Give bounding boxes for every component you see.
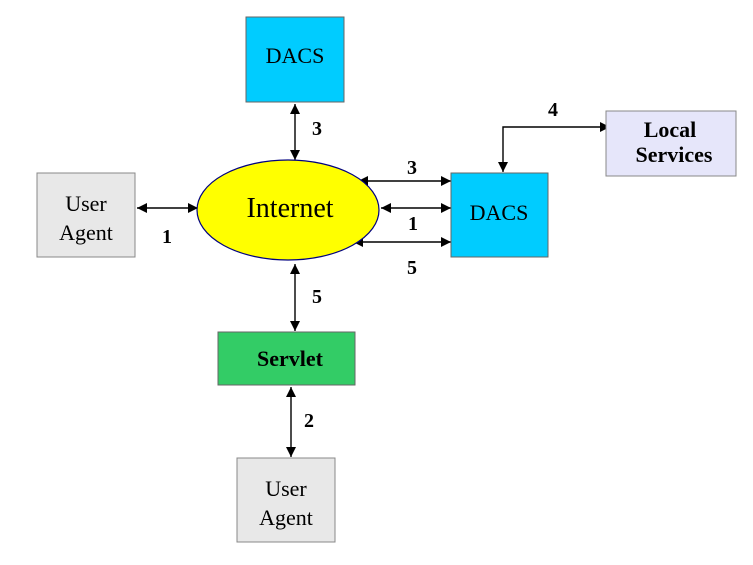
user-agent-left-line1: User — [65, 191, 107, 216]
edge-label-top-dacs-internet: 3 — [312, 118, 322, 140]
dacs-top-label: DACS — [266, 43, 325, 68]
dacs-right-box: DACS — [450, 172, 549, 258]
user-agent-left-rect — [36, 172, 136, 258]
edge-label-internet-dacs-upper: 3 — [407, 157, 417, 179]
servlet-label: Servlet — [257, 346, 324, 371]
dacs-top-rect — [245, 16, 345, 103]
edge-label-servlet-user-agent: 2 — [304, 410, 314, 432]
servlet-rect — [217, 331, 356, 386]
local-services-line1: Local — [644, 117, 697, 142]
user-agent-bottom-box: User Agent — [236, 457, 336, 543]
arrow-dacs-local-services — [498, 122, 610, 172]
local-services-rect — [605, 110, 737, 177]
local-services-box: Local Services — [605, 110, 737, 177]
edge-label-internet-dacs-lower: 5 — [407, 257, 417, 279]
user-agent-bottom-line2: Agent — [259, 505, 313, 530]
edge-label-internet-dacs-middle: 1 — [408, 213, 418, 235]
edge-label-dacs-local-services: 4 — [548, 99, 558, 121]
internet-shape — [196, 159, 380, 261]
servlet-box: Servlet — [217, 331, 356, 386]
local-services-line2: Services — [636, 142, 713, 167]
internet-label: Internet — [246, 193, 333, 224]
dacs-right-rect — [450, 172, 549, 258]
user-agent-left-line2: Agent — [59, 220, 113, 245]
edge-labels: 3 3 1 5 1 4 5 2 — [162, 99, 558, 432]
user-agent-left-box: User Agent — [36, 172, 136, 258]
edge-label-internet-servlet: 5 — [312, 286, 322, 308]
connectors — [137, 104, 610, 457]
dacs-top-box: DACS — [245, 16, 345, 103]
user-agent-bottom-line1: User — [265, 476, 307, 501]
internet-ellipse: Internet — [196, 159, 380, 261]
dacs-right-label: DACS — [470, 200, 529, 225]
edge-label-user-agent-internet: 1 — [162, 226, 172, 248]
user-agent-bottom-rect — [236, 457, 336, 543]
